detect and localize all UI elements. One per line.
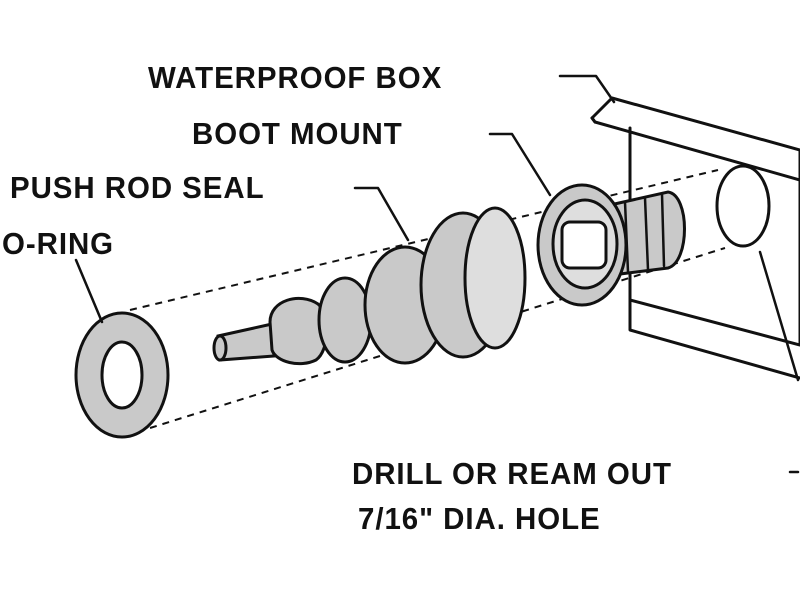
boot-mount-part xyxy=(536,183,686,307)
waterproof-box-label: WATERPROOF BOX xyxy=(148,60,443,95)
push-rod-seal-label: PUSH ROD SEAL xyxy=(10,170,265,205)
o-ring-part xyxy=(74,311,170,439)
leader-boot-mount xyxy=(488,132,552,197)
leader-drill-hole-upper xyxy=(758,250,800,382)
leader-waterproof-box xyxy=(558,74,616,104)
push-rod-seal-part xyxy=(212,206,527,366)
drill-instruction-line1: DRILL OR REAM OUT xyxy=(352,456,672,491)
leader-lines xyxy=(74,74,800,474)
panel-hole xyxy=(715,164,771,248)
drill-instruction-line2: 7/16" DIA. HOLE xyxy=(358,501,601,536)
leader-o-ring xyxy=(74,258,104,324)
boot-mount-label: BOOT MOUNT xyxy=(192,116,403,151)
o-ring-label: O-RING xyxy=(2,226,115,261)
leader-push-rod-seal xyxy=(353,186,410,242)
